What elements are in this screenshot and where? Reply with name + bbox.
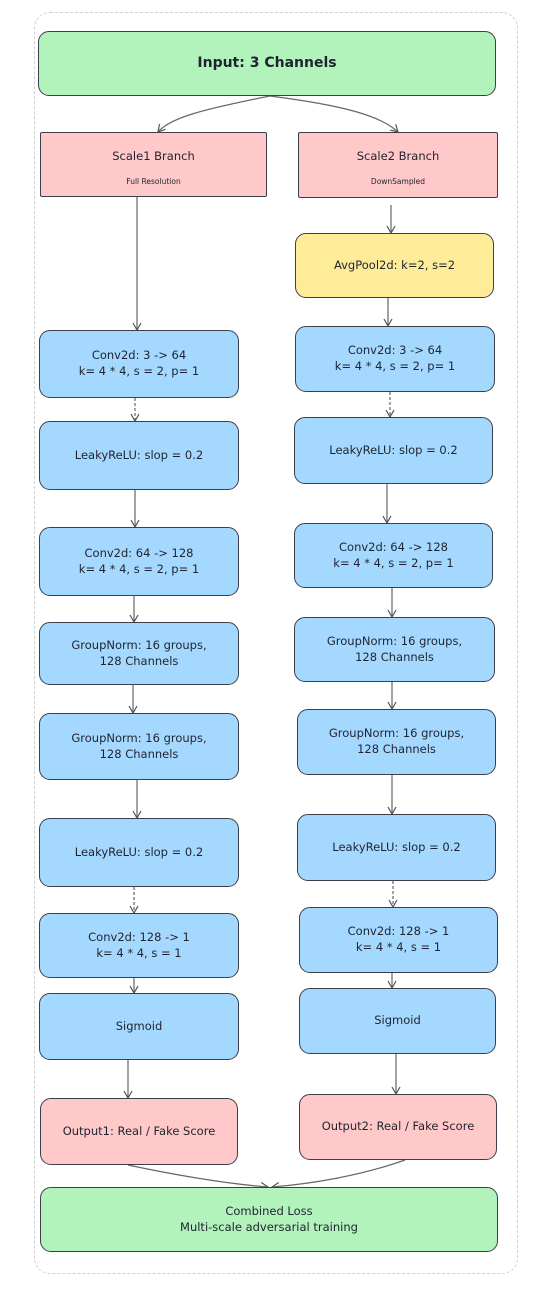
combined-line2: Multi-scale adversarial training xyxy=(180,1219,358,1234)
scale1-branch-header: Scale1 Branch Full Resolution xyxy=(40,132,267,197)
scale2-output-label: Output2: Real / Fake Score xyxy=(321,1119,475,1134)
scale1-groupnorm1-line2: 128 Channels xyxy=(99,653,179,668)
scale2-conv1-line1: Conv2d: 3 -> 64 xyxy=(347,343,443,358)
diagram-frame xyxy=(34,12,518,1274)
scale2-conv3-node: Conv2d: 128 -> 1 k= 4 * 4, s = 1 xyxy=(299,907,498,973)
scale1-groupnorm2-line1: GroupNorm: 16 groups, xyxy=(71,730,207,745)
scale2-subtitle: DownSampled xyxy=(370,176,426,186)
scale1-sigmoid-node: Sigmoid xyxy=(39,993,239,1060)
scale1-conv3-node: Conv2d: 128 -> 1 k= 4 * 4, s = 1 xyxy=(39,913,239,978)
scale2-groupnorm1-line1: GroupNorm: 16 groups, xyxy=(326,633,463,648)
scale1-conv3-line1: Conv2d: 128 -> 1 xyxy=(88,929,190,944)
scale1-title: Scale1 Branch xyxy=(112,149,195,163)
scale1-output-node: Output1: Real / Fake Score xyxy=(40,1098,238,1165)
scale1-groupnorm1-line1: GroupNorm: 16 groups, xyxy=(71,637,207,652)
input-label: Input: 3 Channels xyxy=(197,55,337,72)
scale1-conv1-line1: Conv2d: 3 -> 64 xyxy=(91,348,187,363)
scale1-conv3-line2: k= 4 * 4, s = 1 xyxy=(96,945,182,960)
scale2-groupnorm1-line2: 128 Channels xyxy=(355,649,434,664)
scale2-groupnorm1-node: GroupNorm: 16 groups, 128 Channels xyxy=(294,617,495,682)
scale1-relu2-label: LeakyReLU: slop = 0.2 xyxy=(74,844,204,859)
scale2-relu1-label: LeakyReLU: slop = 0.2 xyxy=(329,442,458,457)
scale1-relu1-label: LeakyReLU: slop = 0.2 xyxy=(74,447,204,462)
scale2-conv1-line2: k= 4 * 4, s = 2, p= 1 xyxy=(334,359,456,373)
scale2-branch-header: Scale2 Branch DownSampled xyxy=(298,132,498,198)
scale1-conv2-node: Conv2d: 64 -> 128 k= 4 * 4, s = 2, p= 1 xyxy=(39,527,239,596)
scale2-conv2-line2: k= 4 * 4, s = 2, p= 1 xyxy=(333,555,454,570)
scale1-groupnorm2-line2: 128 Channels xyxy=(99,746,179,761)
scale1-relu1-node: LeakyReLU: slop = 0.2 xyxy=(39,421,239,490)
scale2-conv3-line2: k= 4 * 4, s = 1 xyxy=(355,940,442,954)
scale1-conv2-line1: Conv2d: 64 -> 128 xyxy=(84,545,194,560)
scale1-sigmoid-label: Sigmoid xyxy=(115,1018,163,1033)
combined-line1: Combined Loss xyxy=(225,1203,313,1218)
scale2-conv1-node: Conv2d: 3 -> 64 k= 4 * 4, s = 2, p= 1 xyxy=(295,326,495,392)
scale2-conv2-node: Conv2d: 64 -> 128 k= 4 * 4, s = 2, p= 1 xyxy=(294,523,493,588)
scale2-sigmoid-node: Sigmoid xyxy=(299,988,496,1054)
scale1-conv1-node: Conv2d: 3 -> 64 k= 4 * 4, s = 2, p= 1 xyxy=(39,330,239,398)
scale2-sigmoid-label: Sigmoid xyxy=(374,1013,421,1028)
scale1-subtitle: Full Resolution xyxy=(126,176,181,186)
scale2-conv2-line1: Conv2d: 64 -> 128 xyxy=(339,539,448,554)
scale2-title: Scale2 Branch xyxy=(356,149,440,163)
scale1-conv1-line2: k= 4 * 4, s = 2, p= 1 xyxy=(78,364,200,378)
combined-loss-node: Combined Loss Multi-scale adversarial tr… xyxy=(40,1187,498,1252)
scale1-groupnorm2-node: GroupNorm: 16 groups, 128 Channels xyxy=(39,713,239,780)
scale1-conv2-line2: k= 4 * 4, s = 2, p= 1 xyxy=(78,561,200,576)
scale2-avgpool-label: AvgPool2d: k=2, s=2 xyxy=(333,257,456,272)
scale2-avgpool-node: AvgPool2d: k=2, s=2 xyxy=(295,233,494,298)
scale2-groupnorm2-line2: 128 Channels xyxy=(357,742,436,756)
scale2-relu2-node: LeakyReLU: slop = 0.2 xyxy=(297,814,496,881)
scale2-conv3-line1: Conv2d: 128 -> 1 xyxy=(347,924,450,939)
scale1-groupnorm1-node: GroupNorm: 16 groups, 128 Channels xyxy=(39,622,239,685)
scale2-relu2-label: LeakyReLU: slop = 0.2 xyxy=(332,839,461,854)
scale2-relu1-node: LeakyReLU: slop = 0.2 xyxy=(294,417,493,484)
scale1-relu2-node: LeakyReLU: slop = 0.2 xyxy=(39,818,239,887)
scale1-output-label: Output1: Real / Fake Score xyxy=(62,1123,216,1138)
scale2-output-node: Output2: Real / Fake Score xyxy=(299,1094,497,1160)
scale2-groupnorm2-node: GroupNorm: 16 groups, 128 Channels xyxy=(297,709,496,775)
scale2-groupnorm2-line1: GroupNorm: 16 groups, xyxy=(328,726,465,741)
input-node: Input: 3 Channels xyxy=(38,31,496,96)
